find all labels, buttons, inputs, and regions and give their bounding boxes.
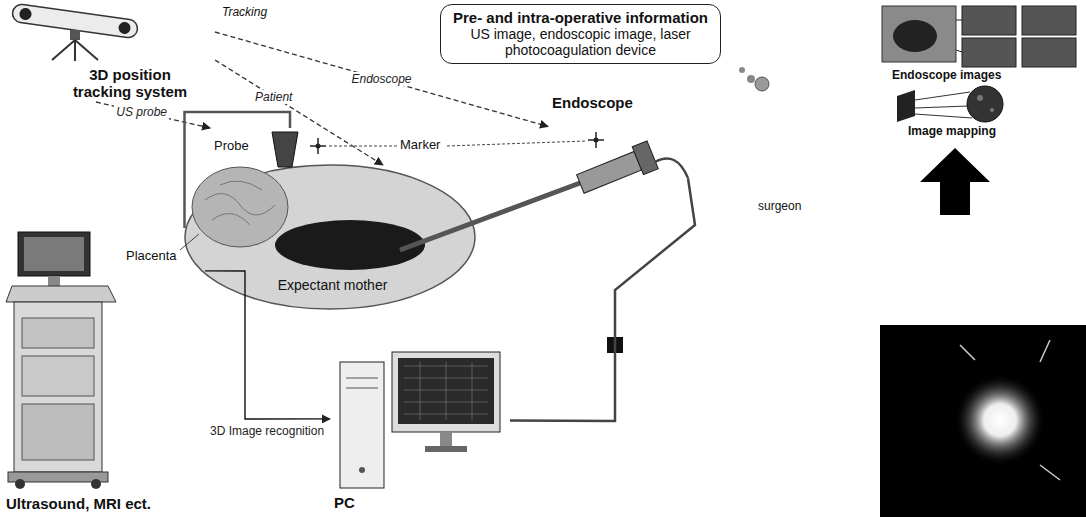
big-arrow bbox=[920, 148, 990, 215]
tracking-system: 3D position tracking system bbox=[45, 2, 215, 102]
expectant-mother: Expectant mother bbox=[190, 165, 475, 295]
part-label: Probe bbox=[214, 139, 249, 154]
bubble-blob bbox=[755, 77, 769, 91]
pc-monitor bbox=[392, 352, 500, 432]
projection-ray bbox=[915, 106, 968, 108]
placenta-label: Placenta bbox=[126, 249, 177, 264]
tripod-leg bbox=[74, 40, 76, 61]
endoscope-images-figure bbox=[882, 6, 1076, 67]
image-plane bbox=[897, 90, 915, 122]
bubble-dot bbox=[739, 67, 745, 73]
sphere-texture bbox=[990, 108, 994, 112]
machine-screen bbox=[24, 237, 84, 271]
tripod-leg bbox=[52, 40, 75, 60]
image-mapping-figure bbox=[897, 86, 1003, 122]
machine-wheel bbox=[91, 479, 101, 489]
info-callout-box: Pre- and intra-operative informationUS i… bbox=[440, 4, 721, 64]
figure-caption: Endoscope images bbox=[892, 69, 1001, 83]
endoscope-handle bbox=[575, 141, 659, 198]
pc-figure bbox=[340, 352, 500, 488]
camera-lens bbox=[19, 7, 33, 21]
device-label: 3D position tracking system bbox=[65, 66, 195, 101]
image-tile bbox=[1022, 6, 1076, 35]
endoscope: Endoscope bbox=[548, 92, 688, 207]
endoscope-image bbox=[882, 6, 956, 62]
machine-body bbox=[14, 302, 102, 472]
endoscope-figure bbox=[400, 132, 688, 250]
ultrasound-machine: Ultrasound, MRI ect. bbox=[0, 228, 205, 514]
vessel-highlight bbox=[960, 340, 1060, 480]
callout-heading: Pre- and intra-operative information bbox=[453, 9, 708, 26]
sphere-texture bbox=[977, 95, 983, 101]
machine-wheel bbox=[15, 479, 25, 489]
tracking-label: Tracking bbox=[222, 6, 267, 20]
camera-lens bbox=[118, 21, 132, 35]
cable-connector bbox=[185, 112, 291, 228]
endoscopic-photo bbox=[880, 325, 1086, 517]
figure-caption: Image mapping bbox=[908, 125, 996, 139]
leader-line bbox=[447, 141, 586, 146]
leader-line bbox=[180, 234, 199, 250]
ultrasound-machine-figure bbox=[6, 232, 116, 489]
pc: PC bbox=[330, 345, 510, 513]
cable-connector bbox=[510, 178, 695, 421]
placenta-sphere bbox=[967, 86, 1003, 122]
endoscope-shaft bbox=[400, 183, 580, 250]
power-button bbox=[359, 467, 365, 473]
machine-monitor bbox=[18, 232, 90, 276]
marker-label: Marker bbox=[400, 138, 440, 153]
eyepiece bbox=[632, 141, 658, 175]
bubble-dot bbox=[747, 75, 755, 83]
control-panel bbox=[6, 286, 116, 302]
image-tile bbox=[1022, 38, 1076, 67]
monitor-base bbox=[425, 446, 467, 452]
callout-body: US image, endoscopic image, laser photoc… bbox=[456, 26, 706, 58]
marker-symbol bbox=[316, 144, 321, 149]
drive-slot bbox=[346, 378, 378, 379]
laser-glow bbox=[954, 374, 1046, 466]
probe-shape bbox=[272, 132, 298, 167]
projection-ray bbox=[915, 114, 972, 118]
image-tile bbox=[962, 38, 1016, 67]
machine-drawer bbox=[22, 404, 94, 460]
monitor-screen bbox=[398, 358, 494, 424]
placenta-shape bbox=[192, 167, 288, 247]
cable-connector bbox=[205, 271, 330, 419]
drive-slot bbox=[346, 388, 378, 389]
connector-label: US probe bbox=[114, 105, 169, 119]
surgeon-label: surgeon bbox=[758, 200, 801, 214]
endoscope-cable bbox=[655, 158, 688, 178]
connector-label: Patient bbox=[253, 90, 294, 104]
tracking-camera bbox=[11, 3, 138, 61]
connector-label: Endoscope bbox=[349, 72, 413, 86]
us-probe: Probe bbox=[210, 128, 305, 164]
machine-drawer bbox=[22, 318, 94, 348]
screen-grid bbox=[404, 362, 488, 420]
tripod-leg bbox=[75, 40, 98, 60]
part-label: Expectant mother bbox=[278, 277, 388, 293]
image-blob bbox=[893, 20, 937, 52]
placenta-vessels bbox=[205, 181, 275, 225]
uterus-cavity bbox=[275, 220, 425, 270]
tripod-head bbox=[70, 30, 80, 40]
device-label: Ultrasound, MRI ect. bbox=[6, 495, 151, 512]
machine-drawer bbox=[22, 356, 94, 396]
photo-ground bbox=[880, 325, 1086, 517]
tracking-link bbox=[96, 102, 210, 128]
tile-link bbox=[956, 20, 962, 21]
projection-ray bbox=[915, 92, 970, 100]
device-label: Endoscope bbox=[552, 94, 633, 111]
tile-link bbox=[956, 50, 962, 52]
marker-symbol bbox=[594, 138, 599, 143]
leader-line bbox=[329, 146, 397, 147]
handle-body bbox=[577, 151, 642, 193]
monitor-stand bbox=[440, 432, 452, 446]
pc-tower bbox=[340, 362, 384, 488]
monitor-neck bbox=[48, 276, 60, 286]
device-label: PC bbox=[334, 494, 355, 511]
connector-label: 3D Image recognition bbox=[208, 424, 326, 438]
image-tile bbox=[962, 6, 1016, 35]
